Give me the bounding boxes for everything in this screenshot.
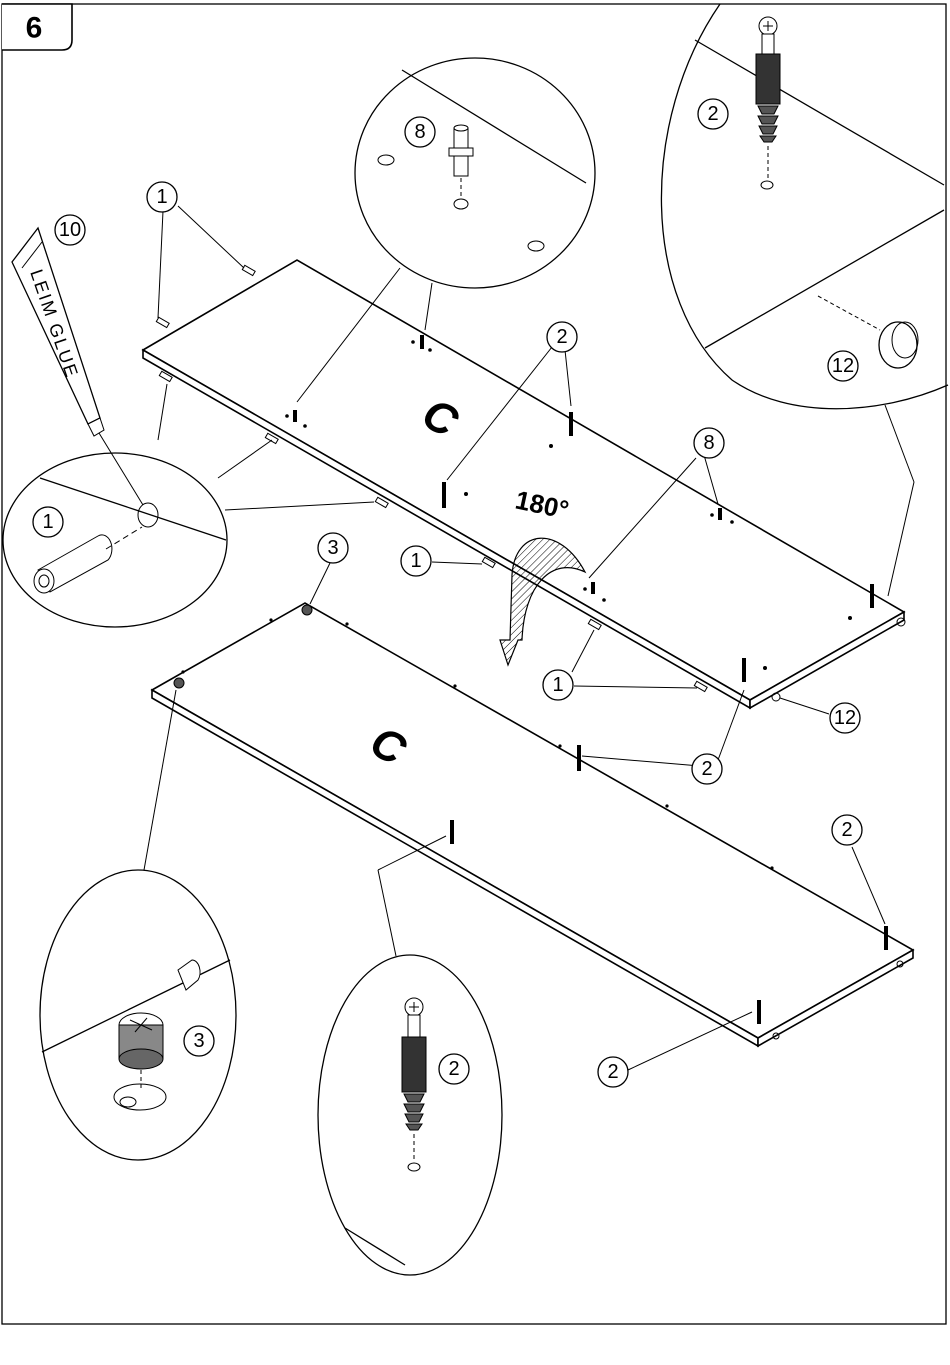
svg-text:1: 1 — [410, 550, 421, 572]
glide-icon — [772, 693, 780, 701]
callout-glue: 10 — [55, 215, 85, 245]
callout-cam-bolt: 2 — [439, 1054, 469, 1084]
callout-cam-lock: 3 — [318, 533, 348, 563]
cam-bolt-icon — [756, 17, 780, 189]
svg-text:8: 8 — [414, 121, 425, 143]
svg-text:8: 8 — [703, 432, 714, 454]
svg-text:2: 2 — [448, 1058, 459, 1080]
svg-text:12: 12 — [834, 707, 856, 729]
step-number: 6 — [26, 12, 43, 45]
svg-text:3: 3 — [327, 537, 338, 559]
svg-text:2: 2 — [556, 326, 567, 348]
callout-dowel: 1 — [401, 546, 431, 576]
glue-tube-icon: LEIM GLUE — [12, 228, 143, 505]
callout-cam-lock: 3 — [184, 1026, 214, 1056]
svg-text:2: 2 — [707, 103, 718, 125]
svg-text:2: 2 — [841, 819, 852, 841]
callout-cam-bolt: 2 — [692, 754, 722, 784]
callout-cam-bolt: 2 — [598, 1057, 628, 1087]
svg-text:1: 1 — [156, 186, 167, 208]
svg-text:2: 2 — [607, 1061, 618, 1083]
cam-bolt-detail — [318, 836, 502, 1275]
callout-glide: 12 — [830, 703, 860, 733]
svg-text:1: 1 — [552, 674, 563, 696]
callout-cam-bolt: 2 — [698, 99, 728, 129]
callout-dowel: 1 — [147, 182, 177, 212]
shelf-pin-icon — [449, 125, 473, 198]
svg-text:10: 10 — [59, 219, 81, 241]
svg-text:2: 2 — [701, 758, 712, 780]
callout-dowel: 1 — [33, 507, 63, 537]
callout-glide: 12 — [828, 351, 858, 381]
cam-lock-detail — [40, 690, 236, 1160]
cam-lock-icon — [114, 1013, 166, 1110]
callout-shelf-pin: 8 — [694, 428, 724, 458]
cam-bolt-icon — [402, 998, 426, 1171]
callout-dowel: 1 — [543, 670, 573, 700]
callout-cam-bolt: 2 — [832, 815, 862, 845]
svg-text:1: 1 — [42, 511, 53, 533]
svg-text:12: 12 — [832, 355, 854, 377]
step-number-badge: 6 — [2, 4, 72, 50]
svg-text:3: 3 — [193, 1030, 204, 1052]
callout-cam-bolt: 2 — [547, 322, 577, 352]
callout-shelf-pin: 8 — [405, 117, 435, 147]
